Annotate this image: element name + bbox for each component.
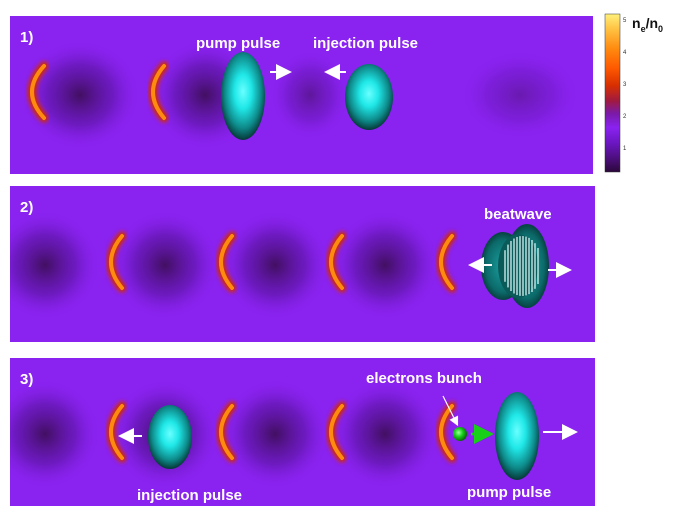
injection-pulse-label: injection pulse: [313, 35, 418, 52]
colorbar-tick-label: 3: [623, 82, 627, 88]
colorbar-tick-label: 1: [623, 146, 627, 152]
density-trough: [220, 379, 330, 489]
beatwave-overlap: [481, 224, 549, 308]
density-crest: [329, 234, 344, 290]
panel-3-label: 3): [20, 371, 33, 388]
pump-pulse-ellipse: [495, 392, 539, 480]
density-trough: [330, 210, 440, 320]
density-trough: [10, 210, 100, 320]
density-crest: [109, 234, 124, 290]
pump-pulse-label: pump pulse: [467, 484, 551, 501]
density-crest: [439, 404, 454, 460]
panel-2-label: 2): [20, 199, 33, 216]
injection-pulse-ellipse: [345, 64, 393, 130]
density-trough: [20, 40, 140, 150]
pump-pulse-ellipse: [221, 52, 265, 140]
panel-2: 2) beatwave: [10, 186, 595, 342]
colorbar-tick-label: 4: [623, 50, 627, 56]
panel-1: 1) pump pulse injection pulse: [10, 16, 593, 174]
density-crest: [329, 404, 344, 460]
density-crest: [151, 64, 166, 120]
colorbar-title: ne/n0: [632, 15, 663, 34]
colorbar-title-slash-n: /n: [646, 15, 658, 31]
density-trough: [270, 50, 350, 140]
colorbar-title-sub-e: e: [641, 24, 646, 34]
colorbar-tick-label: 2: [623, 114, 627, 120]
colorbar-gradient: [604, 13, 621, 173]
panel-3: 3) electrons bunch injection pulse pump …: [10, 358, 595, 506]
electrons-bunch-label: electrons bunch: [366, 370, 482, 387]
injection-pulse-label: injection pulse: [137, 487, 242, 504]
density-crest: [219, 404, 234, 460]
density-trough: [220, 210, 330, 320]
colorbar-ticks: 5 4 3 2 1: [623, 18, 627, 152]
beatwave-label: beatwave: [484, 206, 552, 223]
panel-1-label: 1): [20, 29, 33, 46]
density-trough: [110, 210, 220, 320]
beatwave-fringes: [504, 236, 539, 296]
panel-1-wake: [20, 40, 580, 150]
density-crest: [219, 234, 234, 290]
density-crest: [30, 64, 46, 120]
density-trough: [10, 379, 100, 489]
density-trough: [460, 50, 580, 140]
electrons-bunch-pointer: [442, 395, 459, 427]
density-trough: [330, 379, 440, 489]
density-crest: [109, 404, 124, 460]
colorbar: 5 4 3 2 1 ne/n0: [604, 13, 663, 173]
colorbar-title-n: n: [632, 15, 641, 31]
pump-pulse-label: pump pulse: [196, 35, 280, 52]
colorbar-tick-label: 5: [623, 18, 627, 24]
electrons-bunch-dot: [453, 427, 467, 441]
density-crest: [439, 234, 454, 290]
colorbar-title-sub-0: 0: [658, 24, 663, 34]
injection-pulse-ellipse: [148, 405, 192, 469]
panel-2-wake: [10, 210, 457, 320]
